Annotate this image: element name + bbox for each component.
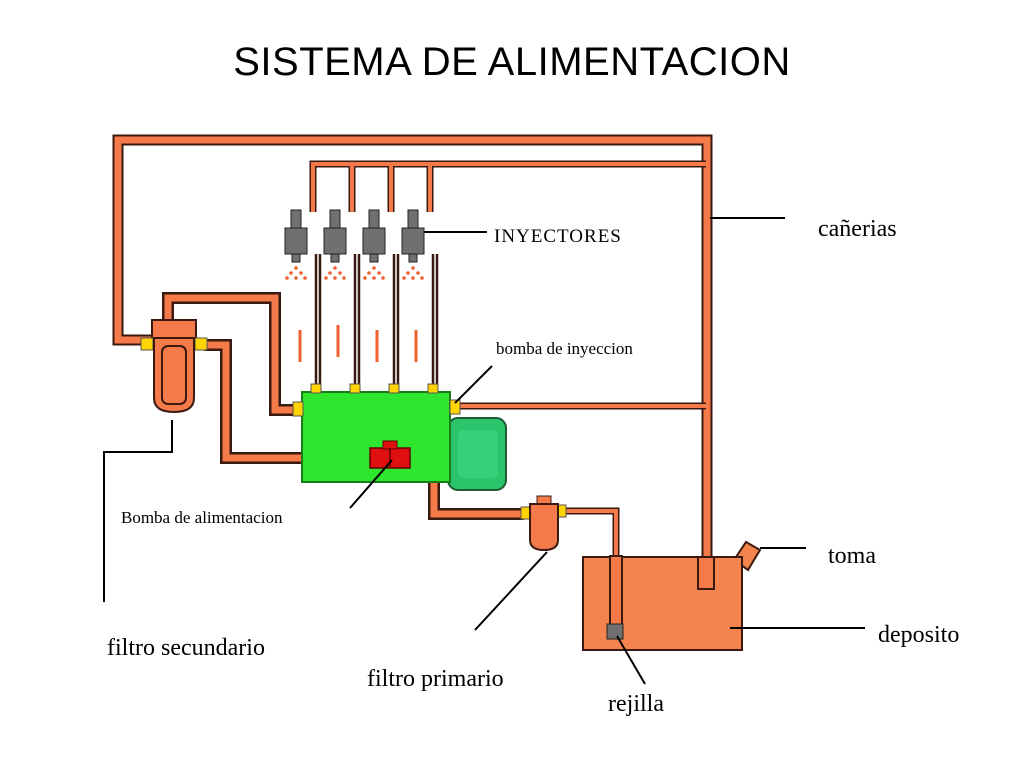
secondary-filter <box>140 319 208 414</box>
label-toma: toma <box>828 543 876 569</box>
label-rejilla: rejilla <box>608 691 664 717</box>
injector-3 <box>362 209 386 263</box>
label-filtro-primario: filtro primario <box>367 666 504 692</box>
injector-1 <box>284 209 308 263</box>
label-bomba-inyeccion: bomba de inyeccion <box>496 339 633 358</box>
feed-pump <box>369 440 411 469</box>
label-inyectores: INYECTORES <box>494 226 622 247</box>
fuel-tank <box>582 540 762 651</box>
primary-filter <box>520 495 567 552</box>
diagram-title: SISTEMA DE ALIMENTACION <box>233 40 791 84</box>
fuel-spray <box>285 266 424 280</box>
label-canerias: cañerias <box>818 216 897 242</box>
return-line <box>112 134 713 580</box>
injector-4 <box>401 209 425 263</box>
flow-arrows <box>298 325 418 362</box>
label-filtro-secundario: filtro secundario <box>107 635 265 661</box>
injection-pump <box>292 383 507 491</box>
leader-lines <box>103 217 865 685</box>
injectors <box>284 209 425 263</box>
label-bomba-alimentacion: Bomba de alimentacion <box>121 508 283 527</box>
label-deposito: deposito <box>878 622 959 648</box>
injector-2 <box>323 209 347 263</box>
high-pressure-lines <box>314 254 439 386</box>
